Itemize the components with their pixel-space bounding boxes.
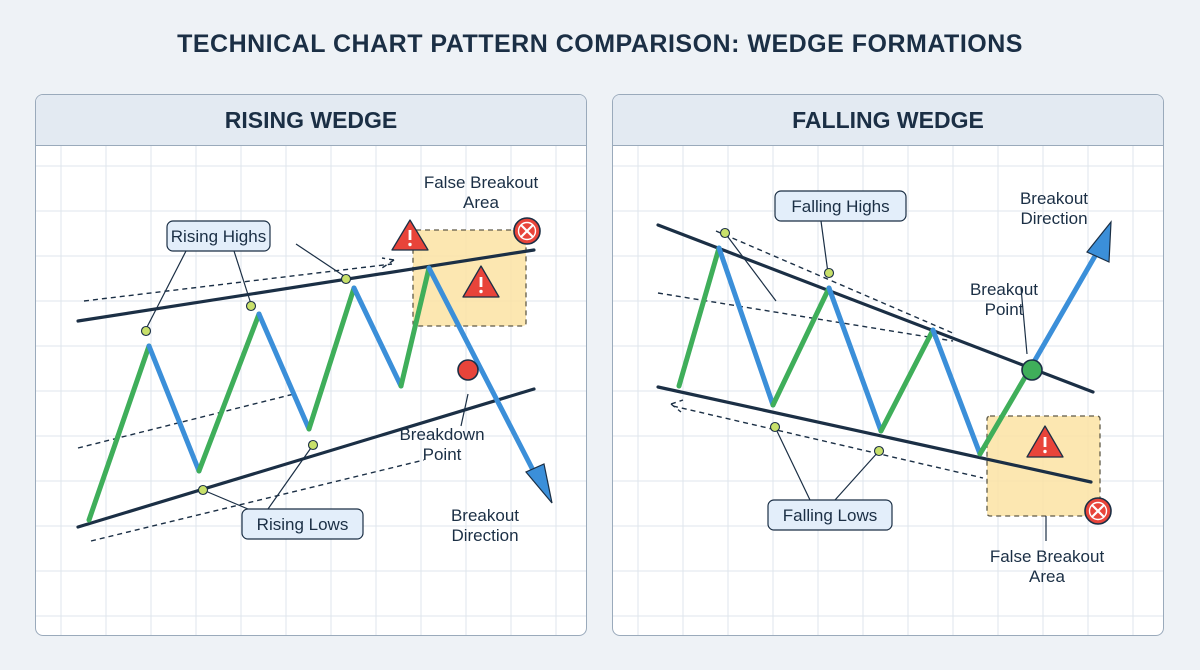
rising-lows-leaders xyxy=(202,444,314,510)
falling-highs-label-box xyxy=(774,190,907,222)
up-segment xyxy=(398,265,432,389)
rising-wedge-diagram: Rising Highs Rising Lows False Breakout … xyxy=(36,146,586,635)
high-dot xyxy=(823,267,835,279)
false-breakout-label-line2: Area xyxy=(1029,567,1065,586)
breakout-direction-label-line2: Direction xyxy=(1020,209,1087,228)
warning-icon xyxy=(391,219,429,251)
falling-grid xyxy=(613,146,1163,635)
breakout-arrowhead xyxy=(525,463,553,504)
down-segment xyxy=(930,327,983,457)
cancel-icon xyxy=(513,217,541,245)
rising-lows-label: Rising Lows xyxy=(257,515,349,534)
breakout-point-label-line1: Breakout xyxy=(970,280,1038,299)
breakdown-point-marker xyxy=(457,359,479,381)
breakout-direction-line xyxy=(1028,253,1098,370)
rising-grid xyxy=(36,146,586,635)
low-dot xyxy=(197,484,209,496)
down-segment xyxy=(716,245,776,408)
breakout-direction-label-line1: Breakout xyxy=(451,506,519,525)
warning-icon xyxy=(462,265,500,298)
support-line xyxy=(656,385,1093,484)
low-dot xyxy=(307,439,319,451)
warning-icon xyxy=(1026,425,1064,458)
breakout-point-label-line2: Point xyxy=(985,300,1024,319)
breakout-direction-label-line2: Direction xyxy=(451,526,518,545)
high-dot xyxy=(719,227,731,239)
breakdown-point-label-line1: Breakdown xyxy=(399,425,484,444)
up-segment xyxy=(306,285,357,432)
upper-dashed-guide-2 xyxy=(715,230,956,335)
breakout-arrowhead xyxy=(1086,220,1112,263)
false-breakout-area xyxy=(412,229,527,327)
up-segment xyxy=(676,245,722,389)
false-breakout-area xyxy=(986,415,1101,517)
up-segment xyxy=(878,327,936,434)
up-segment xyxy=(977,364,1034,457)
false-breakout-label-line1: False Breakout xyxy=(990,547,1105,566)
breakout-point-marker xyxy=(1021,359,1043,381)
falling-highs-leaders xyxy=(724,220,829,302)
falling-wedge-diagram: Falling Highs Falling Lows Breakout Dire… xyxy=(613,146,1163,635)
breakdown-leader xyxy=(460,393,469,427)
rising-lows-label-box xyxy=(241,508,364,540)
falling-wedge-panel: FALLING WEDGE xyxy=(612,94,1164,636)
breakout-direction-line xyxy=(426,265,539,479)
up-segment xyxy=(86,343,152,523)
falling-wedge-header: FALLING WEDGE xyxy=(613,95,1163,146)
cancel-icon xyxy=(1084,497,1112,525)
support-line xyxy=(76,387,536,529)
resistance-line xyxy=(76,248,536,323)
middle-dashed-guide xyxy=(77,393,295,449)
falling-lows-label: Falling Lows xyxy=(783,506,878,525)
breakdown-point-label-line2: Point xyxy=(423,445,462,464)
resistance-line xyxy=(656,223,1095,394)
down-segment xyxy=(256,311,312,432)
rising-highs-label: Rising Highs xyxy=(171,227,266,246)
down-segment xyxy=(351,285,404,389)
rising-highs-label-box xyxy=(166,220,271,252)
high-dot xyxy=(340,273,352,285)
rising-wedge-header: RISING WEDGE xyxy=(36,95,586,146)
falling-lows-leaders xyxy=(774,426,880,501)
lower-dashed-guide xyxy=(90,459,425,542)
high-dot xyxy=(140,325,152,337)
falling-highs-label: Falling Highs xyxy=(791,197,889,216)
low-dot xyxy=(873,445,885,457)
false-breakout-label-line2: Area xyxy=(463,193,499,212)
rising-wedge-panel: RISING WEDGE xyxy=(35,94,587,636)
down-segment xyxy=(826,285,884,434)
upper-dashed-guide xyxy=(83,263,393,302)
false-breakout-label-line1: False Breakout xyxy=(424,173,539,192)
breakout-direction-label-line1: Breakout xyxy=(1020,189,1088,208)
rising-highs-leaders xyxy=(145,243,345,330)
main-title: TECHNICAL CHART PATTERN COMPARISON: WEDG… xyxy=(177,30,1023,58)
upper-dashed-guide xyxy=(657,292,954,342)
lower-dashed-guide xyxy=(672,405,984,479)
up-segment xyxy=(770,285,832,408)
breakout-point-leader xyxy=(1020,287,1028,355)
up-segment xyxy=(196,311,262,474)
upper-dashed-arrowhead xyxy=(381,257,395,269)
falling-lows-label-box xyxy=(767,499,893,531)
lower-dashed-arrowhead xyxy=(670,399,684,413)
low-dot xyxy=(769,421,781,433)
down-segment xyxy=(146,343,202,474)
high-dot xyxy=(245,300,257,312)
